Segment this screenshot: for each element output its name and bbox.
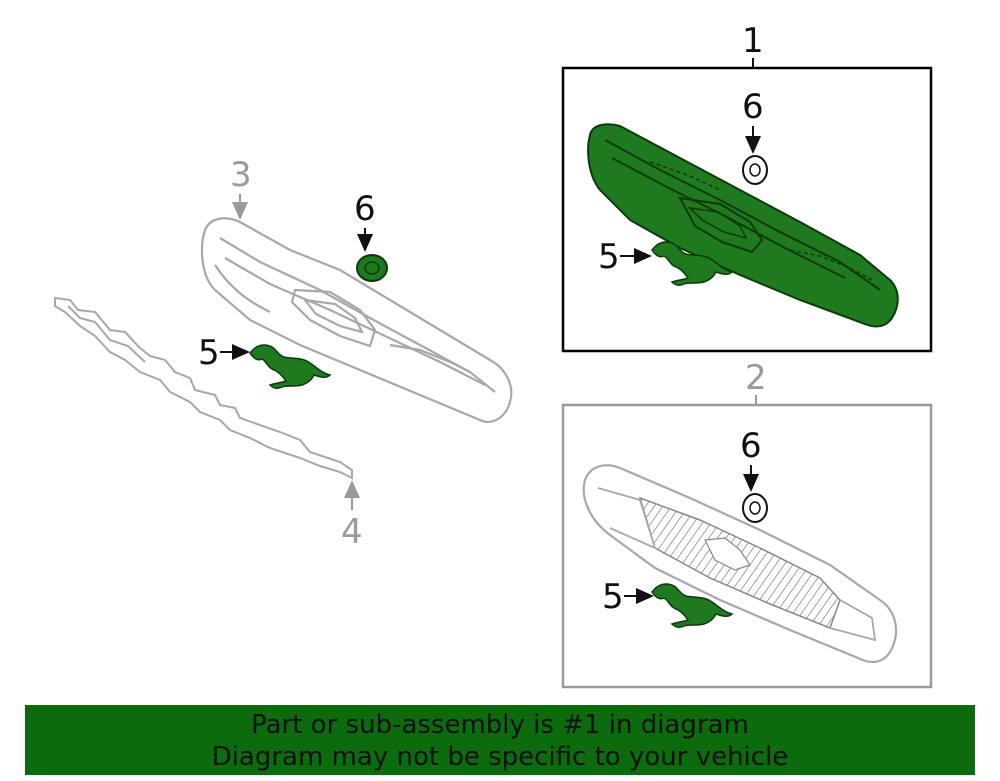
absorber-part-4 [54,296,353,480]
banner-line-1: Part or sub-assembly is #1 in diagram [251,710,749,740]
assembly-box-2 [561,403,933,689]
grille-part-3 [200,217,513,423]
clip-part-6-left [356,254,388,282]
callout-6-box1: 6 [742,87,764,127]
banner-line-2: Diagram may not be specific to your vehi… [211,742,789,772]
callout-5-box2: 5 [602,577,624,617]
info-banner: Part or sub-assembly is #1 in diagram Di… [25,705,975,775]
callout-6-left: 6 [354,189,376,229]
assembly-box-1 [561,66,933,353]
callout-1: 1 [742,21,764,61]
grille-assembly-part-2 [582,464,897,664]
callout-4: 4 [341,512,363,552]
clip-part-6-box1 [742,155,768,185]
callout-5-left: 5 [198,333,220,373]
callout-6-box2: 6 [740,426,762,466]
callout-3: 3 [230,155,252,195]
callout-5-box1: 5 [598,237,620,277]
clip-part-6-box2 [742,493,768,523]
grille-assembly-part-1 [587,123,899,328]
callout-2: 2 [745,358,767,398]
